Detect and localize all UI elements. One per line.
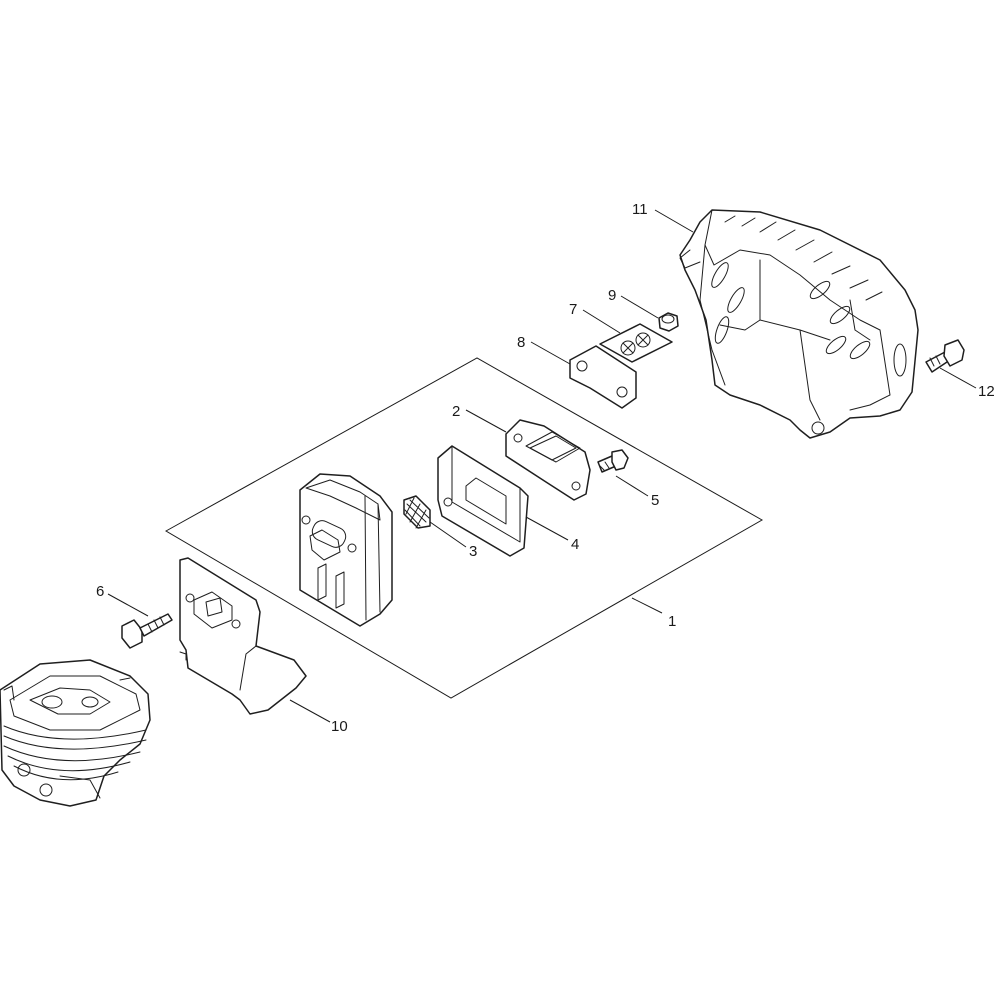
leader-6 xyxy=(107,593,149,617)
leader-10 xyxy=(289,699,331,723)
leader-5 xyxy=(615,475,649,497)
screw-part-5 xyxy=(597,449,629,473)
callout-labels: 1 2 3 4 5 6 7 8 9 10 11 12 xyxy=(96,201,995,735)
kit-outline-box xyxy=(164,357,764,699)
callout-3: 3 xyxy=(469,543,477,560)
callout-5: 5 xyxy=(651,492,659,509)
engine-cylinder-part xyxy=(0,659,151,807)
muffler-body-part xyxy=(299,473,393,627)
callout-7: 7 xyxy=(569,301,577,318)
callout-9: 9 xyxy=(608,287,616,304)
callout-4: 4 xyxy=(571,536,579,553)
leader-1 xyxy=(631,597,663,614)
spark-screen-part-7 xyxy=(599,323,673,363)
callout-8: 8 xyxy=(517,334,525,351)
mesh-screen-part-3 xyxy=(403,495,431,529)
engine-shroud-part xyxy=(679,209,919,439)
leader-2 xyxy=(465,409,507,433)
bracket-part-4 xyxy=(437,445,529,557)
shroud-vent-slots xyxy=(711,215,907,377)
nut-part-9 xyxy=(658,312,679,332)
leader-11 xyxy=(654,209,694,233)
leader-8 xyxy=(530,341,571,365)
leader-4 xyxy=(525,516,569,541)
callout-1: 1 xyxy=(668,613,676,630)
leader-lines xyxy=(107,209,977,723)
callout-12: 12 xyxy=(978,383,995,400)
callout-6: 6 xyxy=(96,583,104,600)
leader-3 xyxy=(429,521,467,548)
deflector-part-2 xyxy=(505,419,591,501)
heat-shield-part-10 xyxy=(179,557,307,715)
callout-10: 10 xyxy=(331,718,348,735)
gasket-part-8 xyxy=(569,345,637,409)
callout-2: 2 xyxy=(452,403,460,420)
leader-12 xyxy=(939,367,977,389)
leader-9 xyxy=(620,295,659,319)
leader-7 xyxy=(582,309,621,334)
bolt-part-12 xyxy=(925,339,965,373)
bolt-part-6 xyxy=(121,613,173,649)
callout-11: 11 xyxy=(632,201,648,218)
